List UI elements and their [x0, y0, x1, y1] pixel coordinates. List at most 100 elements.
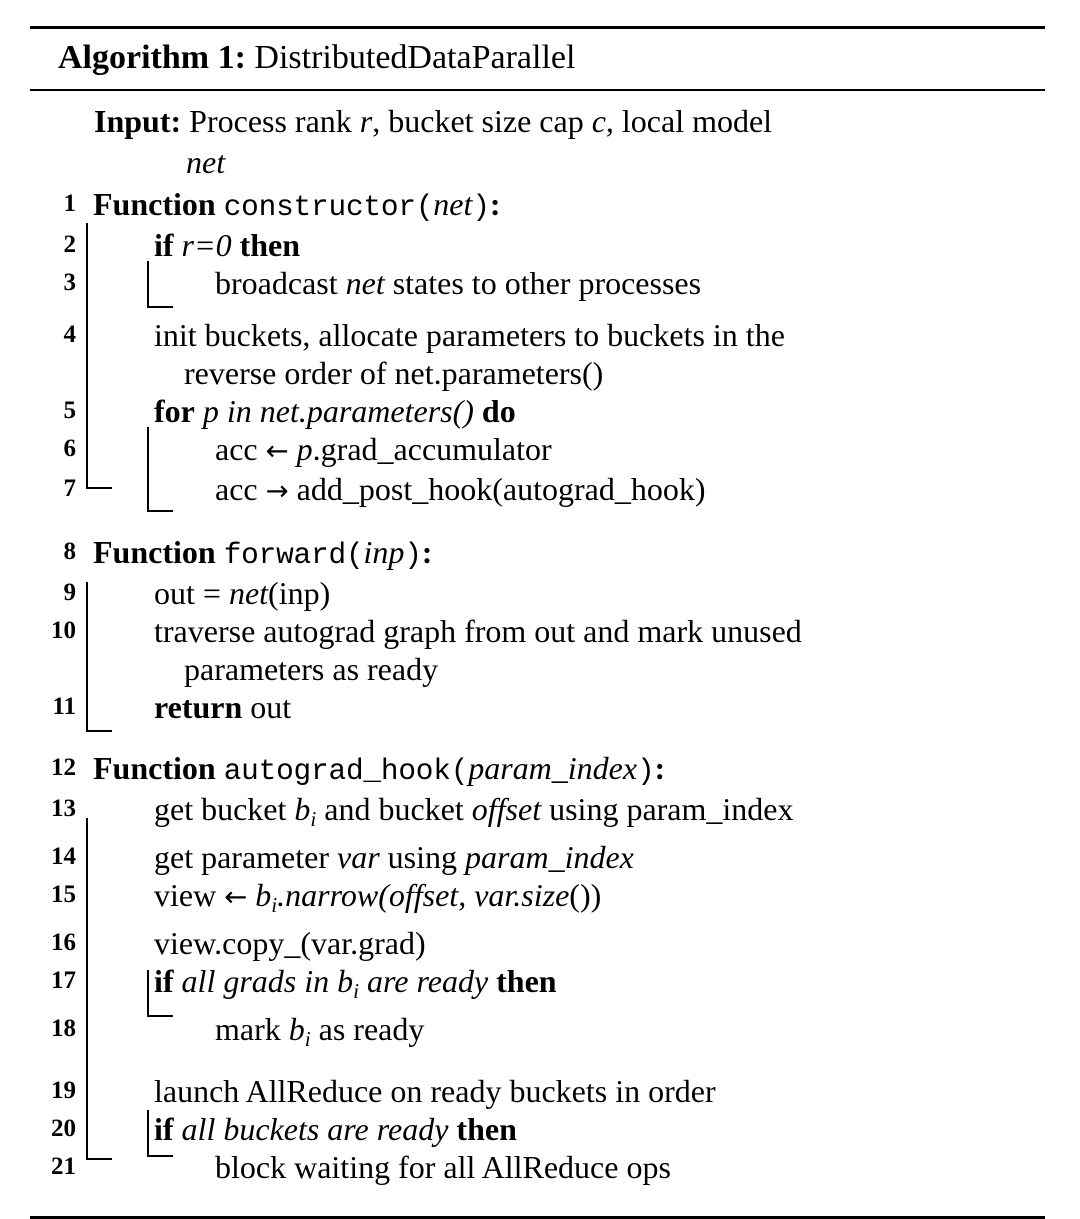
rhs-9: (inp): [268, 575, 331, 611]
spacer-after-3: [30, 302, 1045, 316]
line-content-15: view ← bi.narrow(offset, var.size()): [76, 876, 1045, 924]
line-8: 8 Function forward(inp):: [30, 533, 1045, 574]
subscript-18: i: [304, 1026, 311, 1051]
line-content-13: get bucket bi and bucket offset using pa…: [76, 790, 1045, 838]
line-number-7: 7: [63, 475, 77, 502]
emph-varsize-15: var.size: [474, 876, 570, 913]
text-4a: init buckets, allocate parameters to buc…: [154, 317, 785, 353]
var-b-17: b: [337, 962, 354, 999]
input-block: Input: Process rank r, bucket size cap c…: [30, 91, 1045, 185]
text-10b: parameters as ready: [184, 651, 439, 687]
var-b-18: b: [288, 1010, 305, 1047]
line-number-2: 2: [63, 231, 77, 258]
var-b-15: b: [255, 876, 272, 913]
line-10: 10 traverse autograd graph from out and …: [30, 612, 1045, 688]
condition-2: r=0: [181, 227, 232, 263]
keyword-do-5: do: [481, 393, 516, 429]
line-number-19: 19: [51, 1076, 76, 1104]
function-arg-12: param_index: [468, 750, 638, 786]
left-arrow-icon: ←: [265, 435, 289, 467]
text-13a: get bucket: [154, 791, 295, 827]
line-content-6: acc ← p.grad_accumulator: [76, 430, 1045, 470]
line-number-16: 16: [51, 928, 76, 956]
line-content-12: Function autograd_hook(param_index):: [93, 750, 666, 788]
line-18: 18 mark bi as ready: [30, 1010, 1045, 1058]
line-content-21: block waiting for all AllReduce ops: [215, 1148, 671, 1185]
lhs-15: view: [154, 876, 225, 913]
spacer-after-11: [30, 726, 1045, 740]
line-9: 9 out = net(inp): [30, 574, 1045, 612]
lhs-7: acc: [215, 471, 258, 507]
line-15: 15 view ← bi.narrow(offset, var.size()): [30, 876, 1045, 924]
line-content-2: if r=0 then: [76, 226, 1045, 264]
line-14: 14 get parameter var using param_index: [30, 838, 1045, 876]
algorithm-block: Algorithm 1: DistributedDataParallel Inp…: [30, 0, 1045, 1219]
line-12: 12 Function autograd_hook(param_index):: [30, 749, 1045, 790]
line-19: 19 launch AllReduce on ready buckets in …: [30, 1072, 1045, 1110]
line-13: 13 get bucket bi and bucket offset using…: [30, 790, 1045, 838]
line-number-13: 13: [51, 795, 76, 822]
line-1: 1 Function constructor(net):: [30, 185, 1045, 226]
line-number-6: 6: [63, 435, 77, 462]
line-number-5: 5: [63, 397, 77, 424]
rhs-6: .grad_accumulator: [312, 431, 552, 467]
keyword-function-12: Function: [93, 750, 216, 786]
keyword-if-2: if: [154, 227, 174, 263]
line-5: 5 for p in net.parameters() do: [30, 392, 1045, 430]
spacer-after-18: [30, 1058, 1045, 1072]
line-17: 17 if all grads in bi are ready then: [30, 962, 1045, 1010]
condition-17b: are ready: [359, 962, 489, 999]
input-text-1: Process rank: [189, 103, 360, 139]
input-var-c: c: [591, 103, 606, 139]
line-number-21: 21: [51, 1152, 76, 1180]
text-3b: states to other processes: [384, 265, 702, 301]
line-number-17: 17: [51, 966, 76, 994]
emph-net-3: net: [345, 265, 385, 301]
input-label: Input:: [94, 103, 182, 139]
top-rule: [30, 26, 1045, 29]
keyword-for-5: for: [154, 393, 195, 429]
return-value-11: out: [250, 689, 292, 725]
text-14b: using: [379, 838, 465, 875]
emph-net-9: net: [228, 575, 269, 611]
caption-name: DistributedDataParallel: [254, 39, 576, 76]
algorithm-caption: Algorithm 1: DistributedDataParallel: [30, 29, 1045, 89]
line-content-14: get parameter var using param_index: [76, 838, 1045, 876]
emph-offset-15: offset: [388, 876, 459, 913]
function-arg-1: net: [433, 186, 473, 222]
spacer-after-11b: [30, 740, 1045, 749]
line-number-1: 1: [63, 190, 77, 217]
line-content-7: acc → add_post_hook(autograd_hook): [76, 470, 1045, 510]
keyword-if-20: if: [154, 1110, 174, 1147]
text-14a: get parameter: [154, 838, 337, 875]
line-number-11: 11: [52, 693, 76, 720]
emph-var-14: var: [337, 838, 380, 875]
keyword-then-17: then: [496, 962, 557, 999]
line-content-17: if all grads in bi are ready then: [76, 962, 1045, 1010]
function-name-autograd-hook: autograd_hook: [223, 754, 451, 788]
line-number-15: 15: [51, 880, 76, 908]
line-number-18: 18: [51, 1014, 76, 1042]
lhs-6: acc: [215, 431, 258, 467]
rhs-7: add_post_hook(autograd_hook): [296, 471, 706, 507]
algorithm-lines: 1 Function constructor(net): 2 if r=0 th…: [30, 185, 1045, 1216]
spacer-bottom: [30, 1186, 1045, 1212]
line-content-10: traverse autograd graph from out and mar…: [76, 612, 1045, 688]
line-content-20: if all buckets are ready then: [76, 1110, 1045, 1148]
line-content-19: launch AllReduce on ready buckets in ord…: [154, 1072, 716, 1109]
line-content-3: broadcast net states to other processes: [76, 264, 1045, 302]
line-3: 3 broadcast net states to other processe…: [30, 264, 1045, 302]
keyword-then-20: then: [456, 1110, 517, 1147]
subscript-13: i: [310, 806, 317, 831]
spacer-after-7: [30, 510, 1045, 524]
line-content-8: Function forward(inp):: [93, 534, 433, 572]
text-13c: using param_index: [541, 791, 794, 827]
text-18b: as ready: [310, 1010, 425, 1047]
line-number-12: 12: [51, 754, 76, 781]
emph-offset-13: offset: [471, 791, 542, 827]
line-number-10: 10: [51, 617, 76, 644]
line-16: 16 view.copy_(var.grad): [30, 924, 1045, 962]
line-number-4: 4: [63, 321, 77, 348]
emph-p-6: p: [296, 431, 313, 467]
left-arrow-icon-15: ←: [224, 880, 248, 913]
